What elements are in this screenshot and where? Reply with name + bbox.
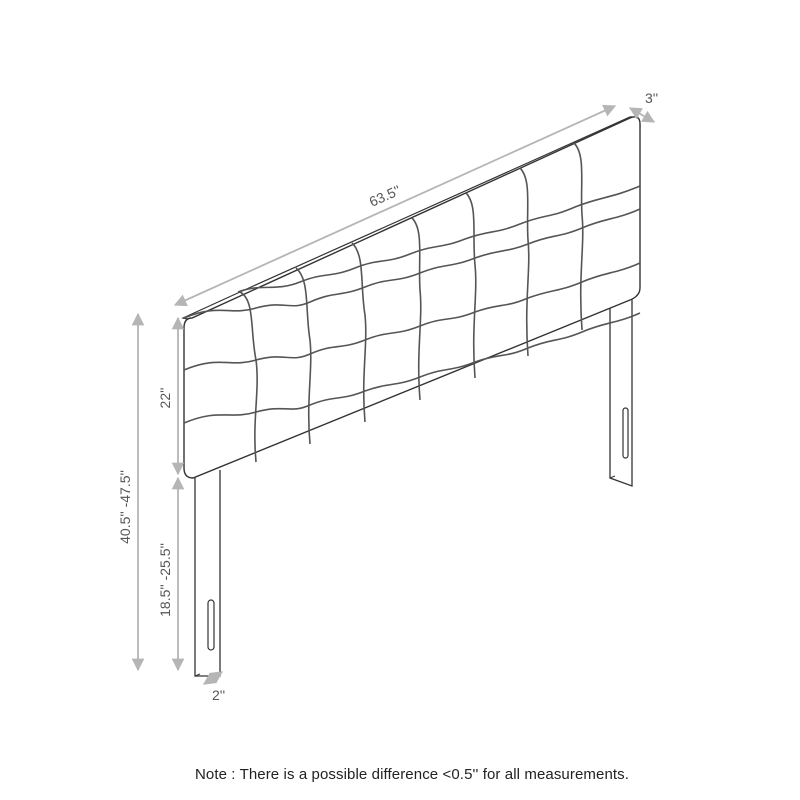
right-leg-slot [622,407,629,459]
width-label: 63.5'' [367,182,403,210]
width-arrow [173,104,617,307]
measurement-note: Note : There is a possible difference <0… [194,766,630,783]
right-leg [609,290,633,487]
headboard-front-face [183,116,641,479]
depth-arrow [628,107,656,123]
leg-width-arrow [202,671,224,685]
left-leg-slot [207,599,215,651]
headboard-panel [181,116,641,479]
panel-height-label: 22'' [157,388,173,409]
dimension-arrows [131,104,656,685]
left-leg [194,470,221,677]
leg-height-label: 18.5'' -25.5'' [157,543,173,617]
depth-label: 3'' [645,90,658,106]
total-height-label: 40.5'' -47.5'' [117,470,133,544]
leg-width-label: 2'' [212,687,225,703]
